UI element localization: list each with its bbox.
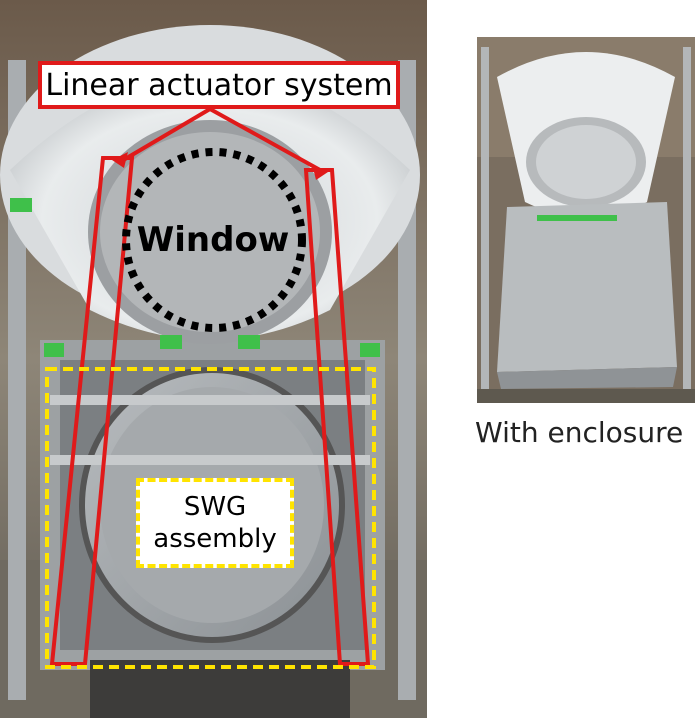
actuator-highlight-left bbox=[49, 156, 135, 666]
swg-highlight bbox=[45, 367, 376, 669]
swg-label-line1: SWG bbox=[183, 492, 247, 522]
enclosure-caption: With enclosure bbox=[475, 416, 684, 449]
window-circle bbox=[122, 148, 306, 332]
swg-label-line2: assembly bbox=[153, 524, 277, 554]
swg-assembly-label: SWG assembly bbox=[136, 478, 294, 568]
callout-line-right bbox=[209, 107, 321, 172]
linear-actuator-label: Linear actuator system bbox=[38, 61, 400, 109]
callout-line-left bbox=[118, 107, 212, 164]
window-label: Window bbox=[128, 212, 298, 268]
window-label-text: Window bbox=[136, 220, 290, 260]
enclosure-photo bbox=[477, 37, 695, 403]
linear-actuator-label-text: Linear actuator system bbox=[45, 67, 393, 103]
actuator-highlight-right bbox=[303, 168, 371, 666]
